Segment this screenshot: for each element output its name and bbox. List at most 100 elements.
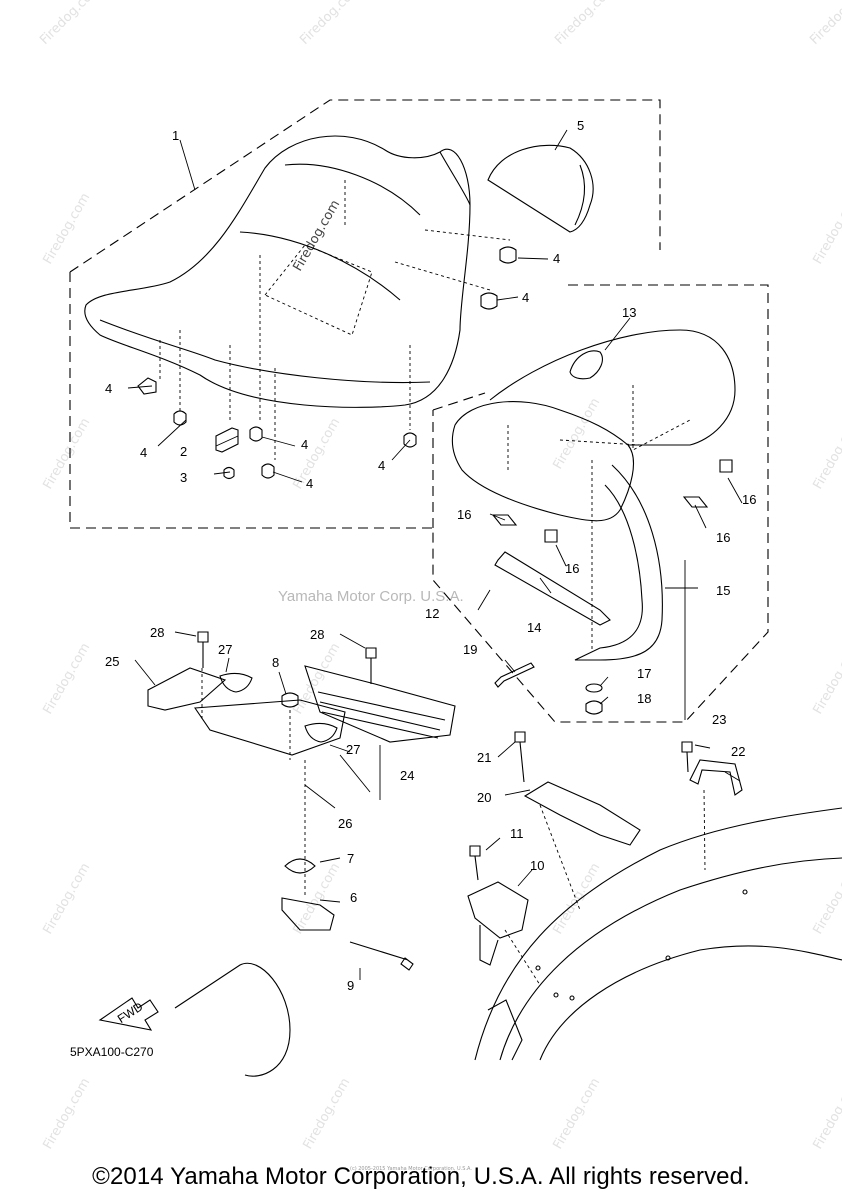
copyright-notice: ©2014 Yamaha Motor Corporation, U.S.A. A… (92, 1163, 750, 1190)
bracket-guides (201, 668, 306, 898)
nut-part-3 (223, 466, 235, 480)
bolt-part-21 (514, 731, 526, 783)
seat-seam-line (284, 163, 421, 216)
callout-4: 4 (140, 445, 147, 460)
callout-leaders (127, 129, 568, 483)
callout-16: 16 (716, 530, 730, 545)
watermark: Firedog.com (300, 1076, 353, 1152)
mount-hole (665, 955, 671, 961)
hinge-part-10-arm (479, 925, 499, 966)
callout-22: 22 (731, 744, 745, 759)
callout-18: 18 (637, 691, 651, 706)
callout-4: 4 (306, 476, 313, 491)
callout-23: 23 (712, 712, 726, 727)
callout-4: 4 (378, 458, 385, 473)
watermark: Firedog.com (552, 0, 619, 48)
backrest-strap-part-15 (574, 464, 663, 661)
watermark: Firedog.com (40, 1076, 93, 1152)
callout-leaders (485, 741, 741, 887)
heel-plate-grooves (317, 691, 446, 739)
callout-19: 19 (463, 642, 477, 657)
hinge-part-10 (467, 881, 529, 939)
seat-mount-guides (159, 180, 511, 460)
callout-14: 14 (527, 620, 541, 635)
callout-5: 5 (577, 118, 584, 133)
callout-4: 4 (553, 251, 560, 266)
center-watermark: Yamaha Motor Corp. U.S.A. (278, 588, 464, 605)
watermark-layer: Firedog.com Firedog.com Firedog.com Fire… (37, 0, 842, 1152)
bolt-part-11 (469, 845, 481, 881)
watermark: Firedog.com (40, 416, 93, 492)
bolt-part-19 (494, 662, 535, 688)
pad-part-27 (304, 722, 338, 743)
callout-27: 27 (218, 642, 232, 657)
bracket-part-20 (523, 781, 641, 846)
fender-group (467, 731, 842, 1061)
rear-seat-top (489, 329, 736, 446)
handle-part-22 (689, 759, 743, 796)
watermark: Firedog.com (810, 191, 842, 267)
callout-16: 16 (457, 507, 471, 522)
seat-pad-part-5 (487, 144, 594, 233)
watermark: Firedog.com (810, 641, 842, 717)
callout-8: 8 (272, 655, 279, 670)
fender-inner (499, 857, 842, 1061)
watermark: Firedog.com (807, 0, 842, 48)
fender-contour (539, 945, 842, 1061)
callout-26: 26 (338, 816, 352, 831)
fender-edge (487, 999, 523, 1061)
bracket-part-2 (215, 427, 239, 453)
callout-12: 12 (425, 606, 439, 621)
watermark: Firedog.com (297, 0, 364, 48)
watermark: Firedog.com (550, 1076, 603, 1152)
plate-part-7 (284, 858, 316, 874)
seat-edge-line (439, 151, 471, 206)
callout-3: 3 (180, 470, 187, 485)
callout-28: 28 (150, 625, 164, 640)
main-seat-group (69, 99, 661, 529)
mount-hole (742, 889, 748, 895)
diagram-code: 5PXA100-C270 (70, 1045, 154, 1059)
seat-pad-edge (574, 164, 586, 226)
watermark: Firedog.com (810, 861, 842, 937)
rear-seat-shape (451, 401, 635, 522)
fine-print: (c) 2005-2015 Yamaha Motor Corporation, … (350, 1166, 472, 1172)
callout-labels: 1 2 3 4 4 4 4 4 4 4 5 6 7 8 9 10 11 12 1… (105, 118, 756, 993)
washer-part-17 (585, 683, 603, 693)
callout-11: 11 (510, 826, 524, 841)
bolt-part-28 (365, 647, 377, 684)
callout-7: 7 (347, 851, 354, 866)
watermark-center: Firedog.com (290, 198, 343, 274)
main-seat-group-border (69, 99, 661, 529)
callout-24: 24 (400, 768, 414, 783)
fender-outline (474, 807, 842, 1061)
fwd-label: FWD (115, 999, 146, 1026)
watermark: Firedog.com (810, 1076, 842, 1152)
fender-guides (504, 789, 706, 986)
watermark: Firedog.com (40, 641, 93, 717)
mount-hole (569, 995, 575, 1001)
mount-hole (535, 965, 541, 971)
nut-part-18 (585, 700, 603, 715)
bracket-assembly-group (134, 631, 456, 1077)
seat-seam-line (239, 231, 401, 301)
rear-seat-group-border (432, 284, 769, 723)
callout-13: 13 (622, 305, 636, 320)
rear-seat-group (432, 284, 769, 723)
watermark: Firedog.com (550, 861, 603, 937)
bolt-part-23 (681, 741, 693, 773)
bolt-part-28 (197, 631, 209, 668)
callout-10: 10 (530, 858, 544, 873)
pad-part-27 (219, 672, 253, 693)
main-seat-shape (84, 135, 471, 408)
callout-4: 4 (301, 437, 308, 452)
watermark: Firedog.com (810, 416, 842, 492)
callout-17: 17 (637, 666, 651, 681)
cable-part-9-end (349, 941, 414, 971)
cable-part-9 (174, 962, 291, 1077)
callout-28: 28 (310, 627, 324, 642)
watermark: Firedog.com (40, 191, 93, 267)
nut-part-8 (281, 692, 299, 708)
grab-handle-part-13 (569, 350, 603, 380)
